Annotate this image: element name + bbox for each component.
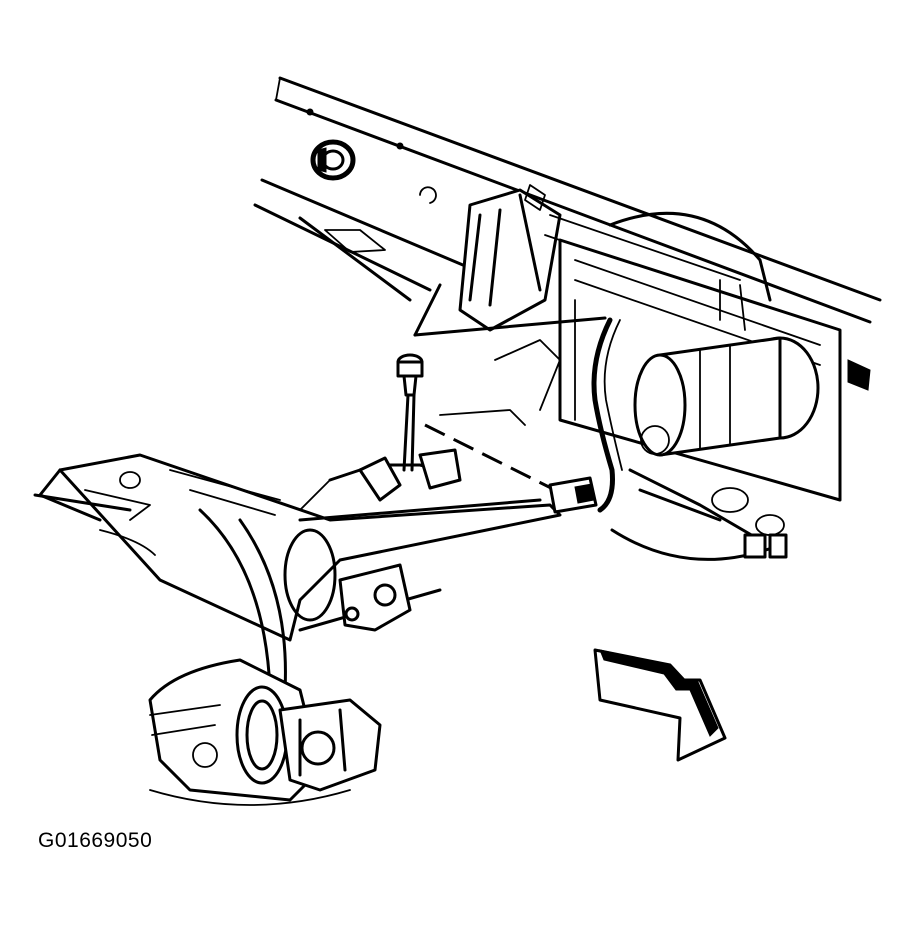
pointer-line	[413, 316, 607, 337]
pointer-line-2	[413, 283, 442, 337]
frame-bracket	[458, 184, 741, 332]
figure-id-label: G01669050	[38, 829, 153, 852]
sensor-connector-icon	[548, 317, 623, 514]
frame-rail-icon	[253, 76, 882, 324]
axle-housing-icon	[33, 453, 562, 692]
bolt-icon	[299, 339, 561, 511]
brake-drum-icon	[558, 211, 871, 561]
alignment-dashed-line	[424, 423, 556, 492]
front-direction-arrow-icon	[593, 648, 727, 762]
differential-flange-icon	[148, 658, 382, 806]
